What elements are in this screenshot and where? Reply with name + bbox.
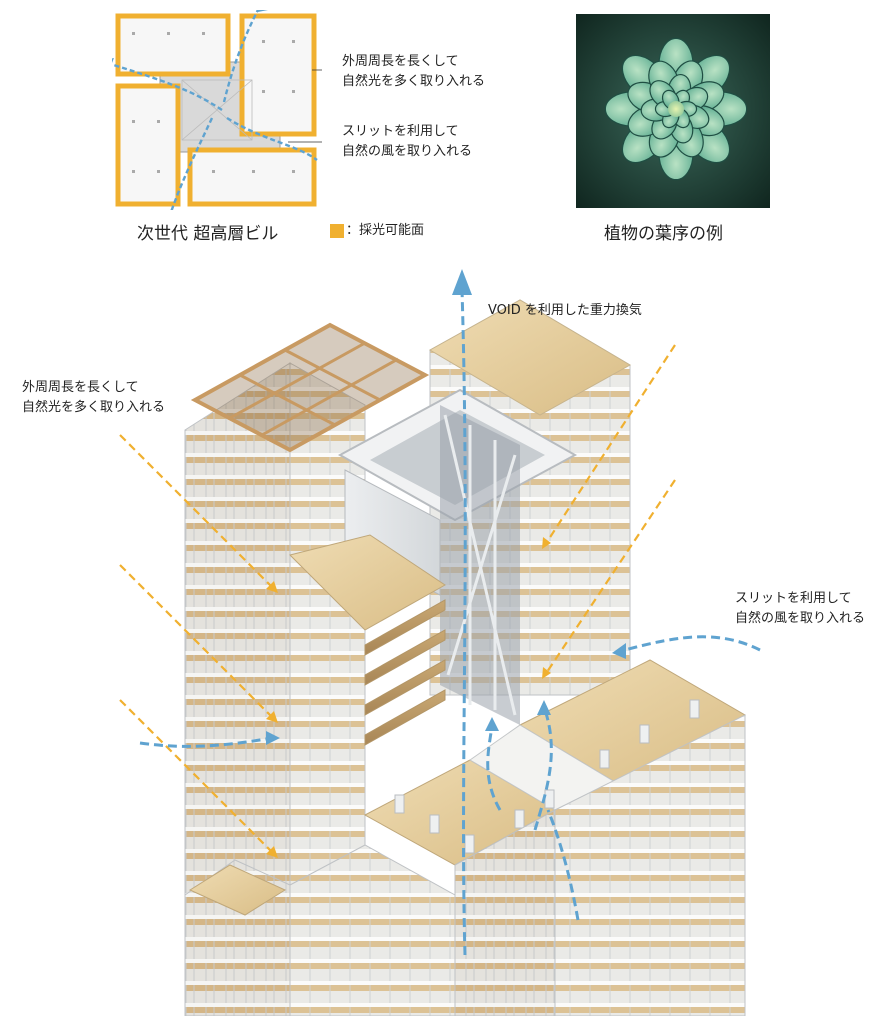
plan-callout-perimeter-line1: 外周周長を長くして: [342, 54, 459, 69]
plant-caption: 植物の葉序の例: [604, 224, 723, 244]
label-tower-slit: スリットを利用して 自然の風を取り入れる: [735, 589, 865, 629]
legend-label-daylight: ：採光可能面: [346, 223, 425, 238]
plan-callout-slit-line2: 自然の風を取り入れる: [342, 144, 473, 159]
succulent-center: [668, 101, 684, 117]
label-tower-perimeter: 外周周長を長くして 自然光を多く取り入れる: [22, 378, 165, 418]
tower-void-core: [337, 388, 578, 725]
plan-callout-slit: スリットを利用して 自然の風を取り入れる: [342, 122, 472, 162]
plan-callout-perimeter-line2: 自然光を多く取り入れる: [342, 74, 486, 89]
label-tower-perimeter-line2: 自然光を多く取り入れる: [22, 400, 166, 415]
plan-wing-bottom-right: [187, 147, 317, 207]
label-tower-perimeter-line1: 外周周長を長くして: [22, 380, 139, 395]
plan-caption: 次世代 超高層ビル: [137, 224, 279, 244]
tower-lower-podium: [184, 714, 746, 1016]
plan-airflow-arrows: [112, 10, 318, 210]
succulent-photo: [576, 14, 770, 208]
plan-callout-slit-line1: スリットを利用して: [342, 124, 459, 139]
plan-wing-top-right: [239, 13, 317, 137]
plan-wing-top-left: [115, 13, 231, 77]
airflow-arrows: [139, 289, 761, 956]
plan-wing-bottom-left: [115, 83, 181, 207]
label-tower-slit-line2: 自然の風を取り入れる: [735, 611, 866, 626]
label-void-ventilation: VOID を利用した重力換気: [488, 303, 642, 318]
daylight-arrows: [119, 344, 676, 856]
tower-isometric-diagram: [119, 269, 761, 1016]
plan-callout-perimeter: 外周周長を長くして 自然光を多く取り入れる: [342, 52, 485, 92]
legend-swatch-daylight: [330, 224, 344, 238]
tower-wood-slab-stack: [289, 534, 446, 746]
floor-plan-diagram: [112, 10, 322, 210]
label-tower-slit-line1: スリットを利用して: [735, 591, 852, 606]
